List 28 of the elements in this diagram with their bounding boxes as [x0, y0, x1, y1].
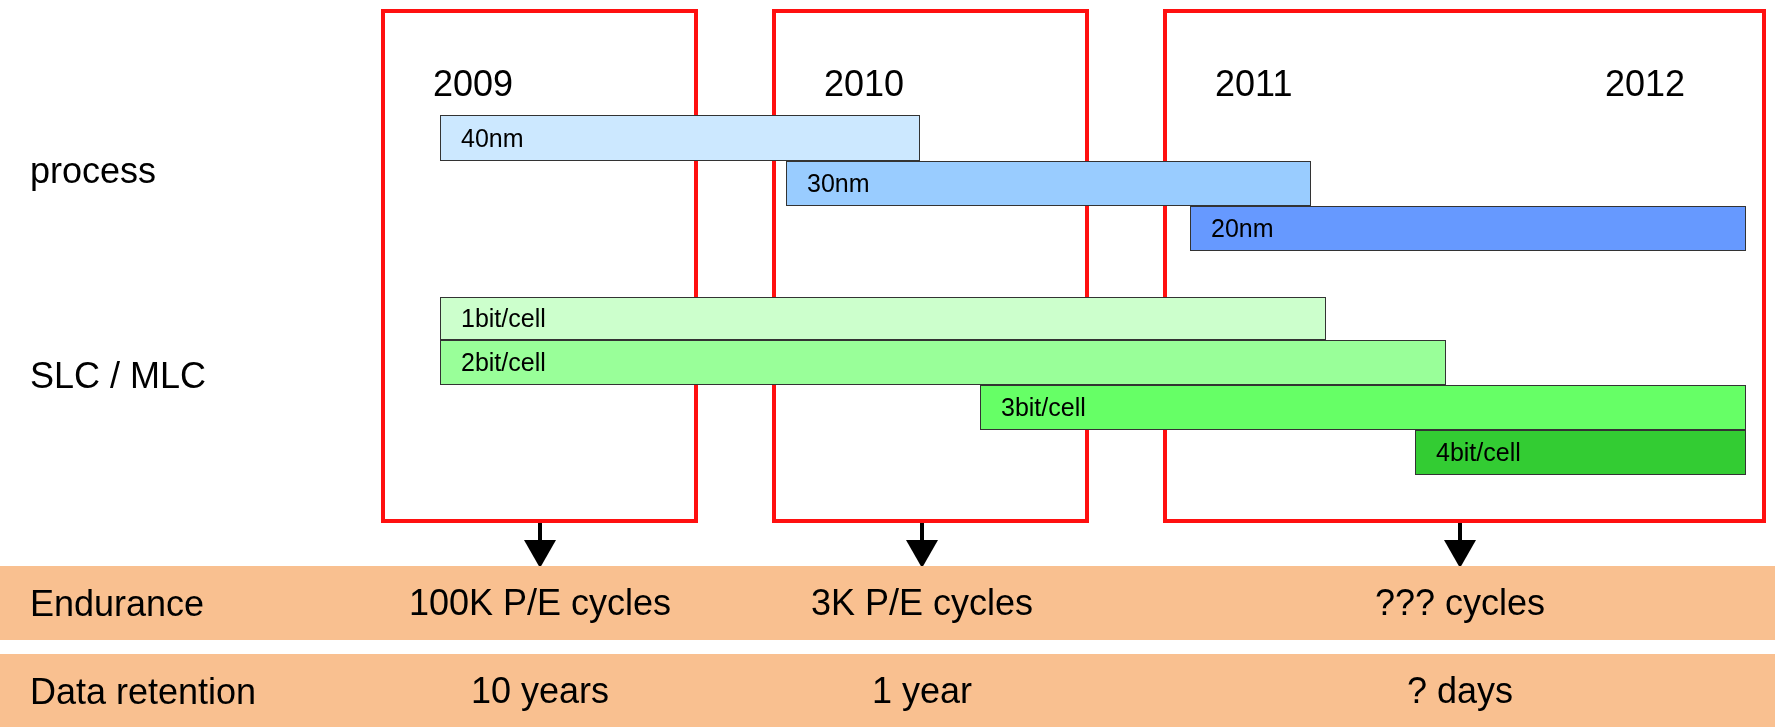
- timeline-bar: 20nm: [1190, 206, 1746, 251]
- row-label: Data retention: [30, 671, 257, 713]
- table-band: [0, 566, 1775, 640]
- row-label: process: [30, 150, 157, 192]
- year-label: 2009: [433, 63, 514, 105]
- year-label: 2010: [824, 63, 905, 105]
- arrow: [524, 523, 556, 568]
- timeline-frame: [1163, 9, 1766, 523]
- row-label: Endurance: [30, 583, 205, 625]
- value-text: 10 years: [360, 654, 720, 727]
- table-band: [0, 654, 1775, 727]
- timeline-frame: [381, 9, 698, 523]
- value-text: 3K P/E cycles: [772, 566, 1072, 640]
- timeline-bar: 3bit/cell: [980, 385, 1746, 430]
- row-label: SLC / MLC: [30, 355, 207, 397]
- timeline-bar: 40nm: [440, 115, 920, 161]
- year-label: 2012: [1605, 63, 1686, 105]
- value-text: ??? cycles: [1260, 566, 1660, 640]
- timeline-bar: 2bit/cell: [440, 340, 1446, 385]
- value-text: ? days: [1260, 654, 1660, 727]
- arrow: [1444, 523, 1476, 568]
- timeline-bar: 30nm: [786, 161, 1311, 206]
- value-text: 1 year: [772, 654, 1072, 727]
- year-label: 2011: [1215, 63, 1293, 105]
- timeline-bar: 4bit/cell: [1415, 430, 1746, 475]
- timeline-bar: 1bit/cell: [440, 297, 1326, 340]
- arrow: [906, 523, 938, 568]
- value-text: 100K P/E cycles: [360, 566, 720, 640]
